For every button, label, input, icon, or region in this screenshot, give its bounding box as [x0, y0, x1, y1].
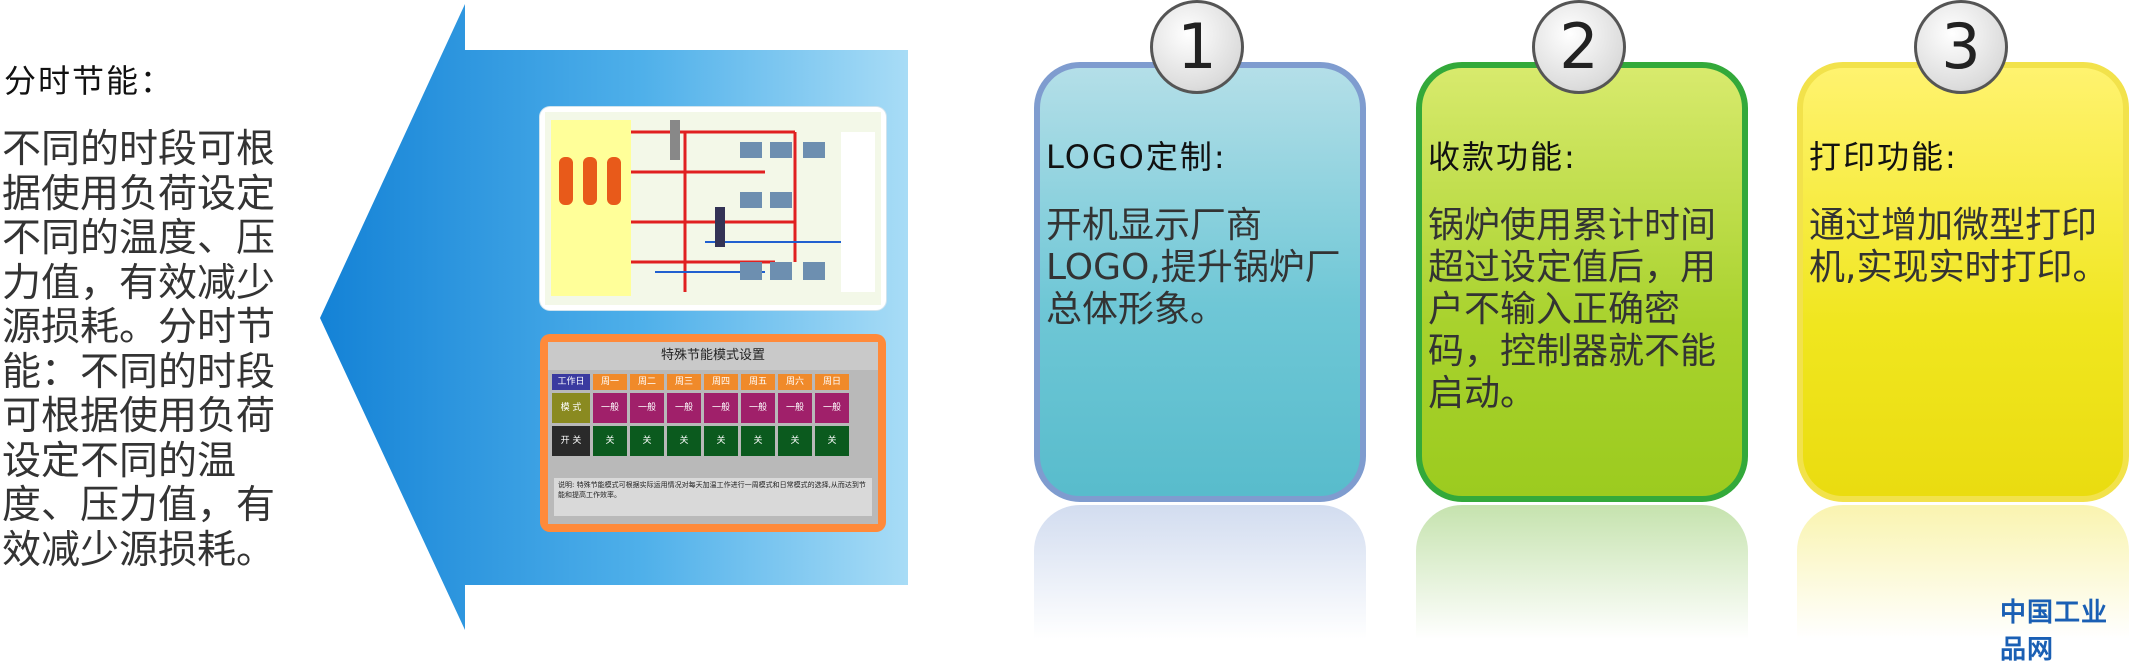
note-label: 说明: — [558, 481, 575, 489]
mode-cell[interactable]: 一般 — [741, 393, 775, 423]
card-title: 打印功能: — [1809, 138, 1958, 176]
mode-cell[interactable]: 一般 — [630, 393, 664, 423]
number-badge: 1 — [1150, 0, 1244, 94]
card-reflection — [1797, 505, 2129, 639]
row-label-workday: 工作日 — [552, 374, 590, 390]
day-header: 周二 — [630, 374, 664, 390]
energy-settings-image: 特殊节能模式设置 工作日 周一 周二 周三 周四 周五 周六 周日 模 式 一般… — [540, 334, 886, 532]
number-badge: 2 — [1532, 0, 1626, 94]
row-label-switch: 开 关 — [552, 426, 590, 456]
day-header: 周五 — [741, 374, 775, 390]
switch-cell[interactable]: 关 — [593, 426, 627, 456]
feature-card-logo — [1034, 62, 1366, 502]
card-title: 收款功能: — [1428, 138, 1577, 176]
day-header: 周一 — [593, 374, 627, 390]
number-badge: 3 — [1914, 0, 2008, 94]
feature-card-print — [1797, 62, 2129, 502]
card-body: 通过增加微型打印机,实现实时打印。 — [1809, 205, 2109, 288]
mode-cell[interactable]: 一般 — [778, 393, 812, 423]
card-reflection — [1416, 505, 1748, 639]
card-reflection — [1034, 505, 1366, 639]
card-title: LOGO定制: — [1046, 138, 1227, 176]
day-header: 周六 — [778, 374, 812, 390]
settings-header: 特殊节能模式设置 — [548, 342, 878, 370]
switch-cell[interactable]: 关 — [704, 426, 738, 456]
day-header: 周日 — [815, 374, 849, 390]
card-body: 开机显示厂商LOGO,提升锅炉厂总体形象。 — [1046, 205, 1341, 330]
section-body: 不同的时段可根据使用负荷设定不同的温度、压力值，有效减少源损耗。分时节能：不同的… — [2, 127, 276, 573]
section-title: 分时节能： — [4, 62, 175, 100]
mode-cell[interactable]: 一般 — [593, 393, 627, 423]
boiler-schematic-image — [540, 107, 886, 310]
day-header: 周四 — [704, 374, 738, 390]
site-watermark: 中国工业品网 — [2000, 598, 2109, 665]
switch-cell[interactable]: 关 — [630, 426, 664, 456]
note-text: 特殊节能模式可根据实际运用情况对每天加温工作进行一周模式和日常模式的选择,从而达… — [558, 481, 866, 499]
switch-cell[interactable]: 关 — [667, 426, 701, 456]
mode-cell[interactable]: 一般 — [704, 393, 738, 423]
mode-cell[interactable]: 一般 — [667, 393, 701, 423]
row-label-mode: 模 式 — [552, 393, 590, 423]
settings-note: 说明: 特殊节能模式可根据实际运用情况对每天加温工作进行一周模式和日常模式的选择… — [554, 478, 872, 516]
schematic-drawing — [545, 112, 881, 305]
switch-cell[interactable]: 关 — [778, 426, 812, 456]
mode-cell[interactable]: 一般 — [815, 393, 849, 423]
arrow-graphic — [320, 4, 908, 630]
day-header: 周三 — [667, 374, 701, 390]
card-body: 锅炉使用累计时间超过设定值后，用户不输入正确密码，控制器就不能启动。 — [1428, 205, 1717, 414]
switch-cell[interactable]: 关 — [741, 426, 775, 456]
switch-cell[interactable]: 关 — [815, 426, 849, 456]
